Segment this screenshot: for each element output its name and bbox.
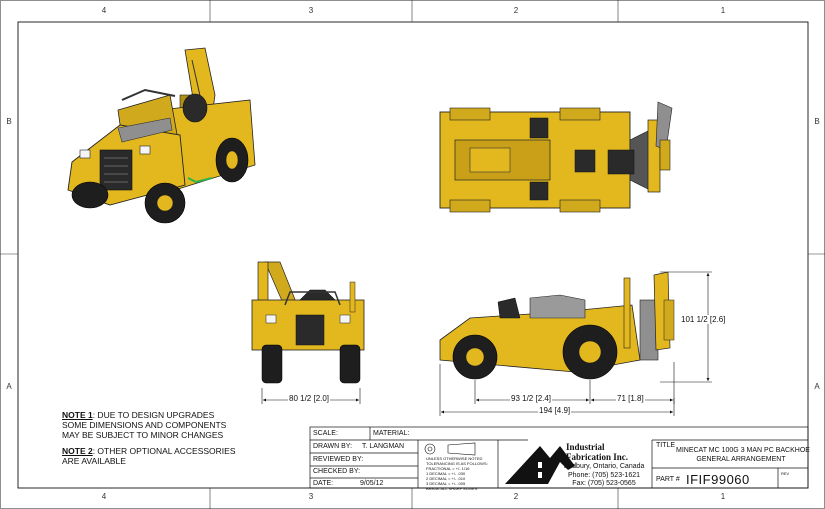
zone-column-4-top: 4 bbox=[101, 6, 107, 15]
drawn-by-label: DRAWN BY: bbox=[313, 443, 353, 450]
checked-by-label: CHECKED BY: bbox=[313, 468, 361, 475]
reviewed-by-label: REVIEWED BY: bbox=[313, 456, 364, 463]
top-view bbox=[439, 101, 673, 213]
note-1-line-2: MAY BE SUBJECT TO MINOR CHANGES bbox=[62, 430, 224, 440]
note-1-text: : DUE TO DESIGN UPGRADES bbox=[92, 410, 215, 420]
company-fax: Fax: (705) 523-0565 bbox=[572, 480, 636, 487]
company-name-line-1: Industrial bbox=[566, 442, 605, 452]
material-label: MATERIAL: bbox=[373, 430, 410, 437]
part-number-label: PART # bbox=[656, 476, 680, 483]
tolerance-line: TOLERANCING IS AS FOLLOWS: bbox=[426, 461, 488, 466]
tolerance-line: 1 DECIMAL = +/- .030 bbox=[426, 471, 466, 476]
company-logo bbox=[505, 446, 575, 484]
tolerance-line: 2 DECIMAL = +/- .010 bbox=[426, 476, 466, 481]
zone-row-a-right: A bbox=[814, 382, 820, 391]
company-address: Sudbury, Ontario, Canada bbox=[563, 463, 645, 470]
zone-column-4-bottom: 4 bbox=[101, 492, 107, 501]
side-view bbox=[439, 271, 675, 380]
zone-column-3-top: 3 bbox=[308, 6, 314, 15]
dimension-front-section: 71 [1.8] bbox=[616, 394, 645, 403]
zone-row-a-left: A bbox=[6, 382, 12, 391]
tolerance-line: 3 DECIMAL = +/- .005 bbox=[426, 481, 466, 486]
note-2-label: NOTE 2 bbox=[62, 446, 93, 456]
note-1: NOTE 1: DUE TO DESIGN UPGRADES SOME DIME… bbox=[62, 410, 226, 440]
title-line-2: GENERAL ARRANGEMENT bbox=[696, 456, 786, 463]
dimension-height: 101 1/2 [2.6] bbox=[680, 315, 727, 324]
drawn-by-value: T. LANGMAN bbox=[362, 443, 405, 450]
company-name-line-2: Fabrication Inc. bbox=[566, 452, 628, 462]
title-line-1: MINECAT MC 100G 3 MAN PC BACKHOE bbox=[676, 447, 810, 454]
zone-column-3-bottom: 3 bbox=[308, 492, 314, 501]
zone-column-2-bottom: 2 bbox=[513, 492, 519, 501]
zone-row-b-right: B bbox=[814, 117, 820, 126]
note-2-text: : OTHER OPTIONAL ACCESSORIES bbox=[92, 446, 236, 456]
dimension-front-width: 80 1/2 [2.0] bbox=[288, 394, 331, 403]
tolerance-line: FRACTIONAL = +/- 1/16 bbox=[426, 466, 470, 471]
tolerance-notes: UNLESS OTHERWISE NOTED TOLERANCING IS AS… bbox=[426, 456, 498, 491]
note-2-line-1: ARE AVAILABLE bbox=[62, 456, 126, 466]
part-number: IFIF99060 bbox=[686, 472, 750, 487]
date-value: 9/05/12 bbox=[360, 480, 384, 487]
company-contact: Sudbury, Ontario, Canada Phone: (705) 52… bbox=[556, 463, 652, 489]
zone-column-1-bottom: 1 bbox=[720, 492, 726, 501]
isometric-view bbox=[67, 47, 256, 224]
title-block-frame bbox=[309, 426, 809, 489]
note-2: NOTE 2: OTHER OPTIONAL ACCESSORIES ARE A… bbox=[62, 446, 236, 466]
note-1-label: NOTE 1 bbox=[62, 410, 93, 420]
title-label: TITLE bbox=[656, 442, 676, 449]
scale-label: SCALE: bbox=[313, 430, 338, 437]
dimension-overall-length: 194 [4.9] bbox=[538, 406, 572, 415]
zone-column-1-top: 1 bbox=[720, 6, 726, 15]
revision-label: REV bbox=[781, 471, 790, 476]
dimension-rear-section: 93 1/2 [2.4] bbox=[510, 394, 553, 403]
note-1-line-1: SOME DIMENSIONS AND COMPONENTS bbox=[62, 420, 227, 430]
tolerance-line: UNLESS OTHERWISE NOTED bbox=[426, 456, 483, 461]
company-name: Industrial Fabrication Inc. bbox=[566, 442, 628, 462]
company-phone: Phone: (705) 523-1621 bbox=[568, 471, 640, 479]
date-label: DATE: bbox=[313, 480, 334, 487]
tolerance-line: BREAK ALL SHARP EDGES bbox=[426, 486, 478, 491]
zone-row-b-left: B bbox=[6, 117, 12, 126]
projection-symbol-icon bbox=[424, 442, 476, 456]
front-view bbox=[251, 261, 365, 384]
zone-column-2-top: 2 bbox=[513, 6, 519, 15]
